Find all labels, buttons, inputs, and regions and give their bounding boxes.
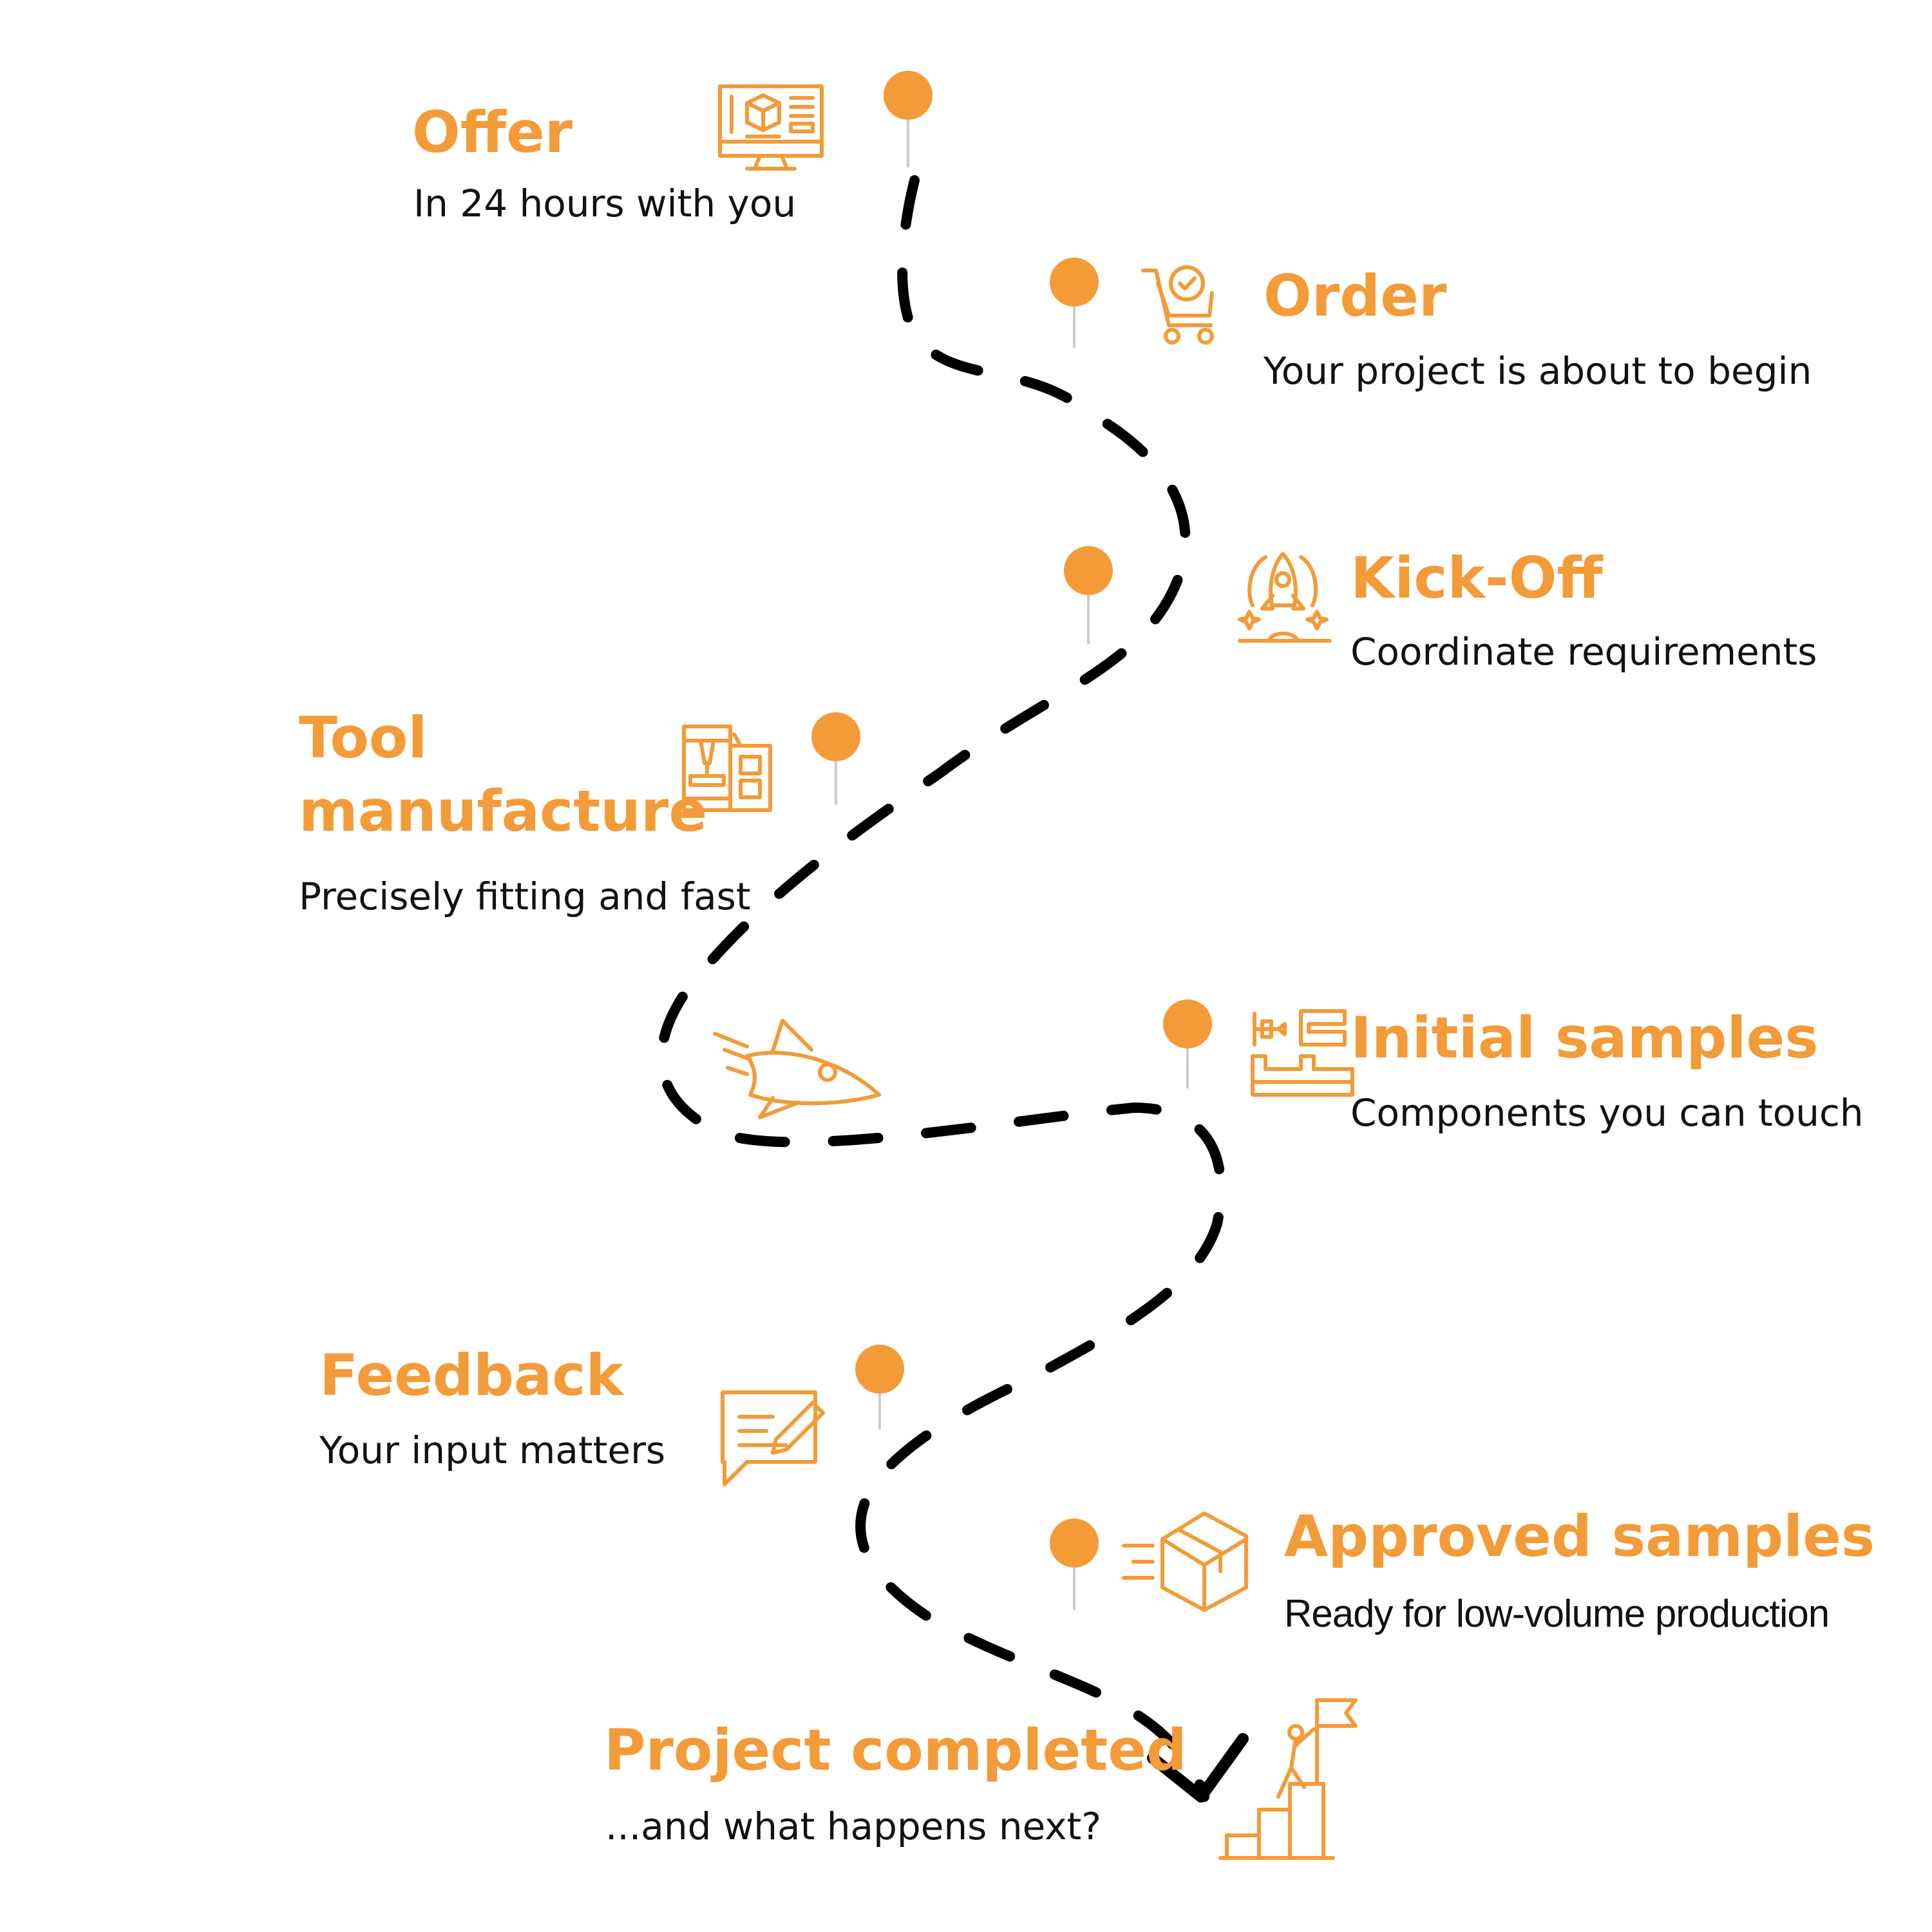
step-title-tool-line1: Tool xyxy=(299,705,428,771)
step-subtitle-tool: Precisely fitting and fast xyxy=(299,875,751,918)
step-title-tool-line2: manufacture xyxy=(299,778,708,844)
step-title-initial-samples: Initial samples xyxy=(1350,1005,1819,1071)
shopping-cart-check-icon xyxy=(1141,265,1214,345)
step-title-approved-samples: Approved samples xyxy=(1284,1503,1875,1569)
step-subtitle-project-completed: ...and what happens next? xyxy=(605,1804,1102,1848)
step-title-offer: Offer xyxy=(412,99,573,166)
step-subtitle-feedback: Your input matters xyxy=(319,1428,666,1472)
pin-icon xyxy=(811,71,1212,1610)
rocket-icon xyxy=(713,1019,881,1119)
delivery-box-icon xyxy=(1122,1511,1248,1612)
cnc-milling-icon xyxy=(1251,1009,1354,1097)
step-title-order: Order xyxy=(1264,263,1447,329)
step-subtitle-kickoff: Coordinate requirements xyxy=(1350,630,1817,674)
climber-flag-icon xyxy=(1218,1698,1358,1860)
machine-tool-icon xyxy=(682,724,772,812)
step-subtitle-offer: In 24 hours with you xyxy=(413,182,797,225)
computer-3d-design-icon xyxy=(718,84,824,171)
speech-bubble-pencil-icon xyxy=(721,1390,825,1486)
step-subtitle-approved-samples: Ready for low-volume production xyxy=(1284,1592,1830,1635)
step-subtitle-order: Your project is about to begin xyxy=(1264,349,1812,393)
step-title-kickoff: Kick-Off xyxy=(1350,545,1603,611)
step-title-project-completed: Project completed xyxy=(604,1717,1187,1783)
rocket-bulb-icon xyxy=(1238,552,1332,643)
roadmap-path xyxy=(656,175,1226,1802)
step-title-feedback: Feedback xyxy=(319,1342,623,1408)
checkmark-arrow-icon xyxy=(1147,1733,1249,1803)
step-subtitle-initial-samples: Components you can touch xyxy=(1350,1091,1864,1135)
